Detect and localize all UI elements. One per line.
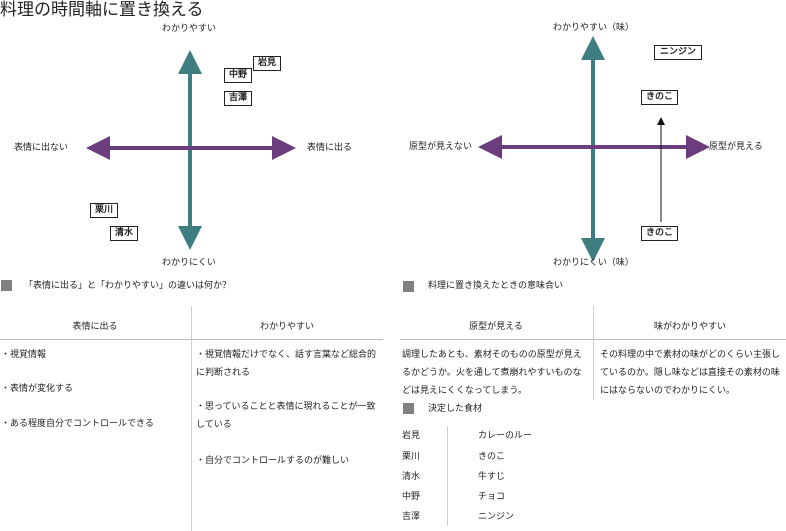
name-box-shimizu: 清水 [110,226,139,241]
food-list-name: 清水 [402,472,421,482]
page-title: 料理の時間軸に置き換える [0,0,204,20]
food-list-name: 岩見 [402,431,421,441]
food-list-item: チョコ [478,492,506,502]
section1-column-divider [191,306,192,531]
food-list-item: カレーのルー [478,431,533,441]
left-top-label: わかりやすい [162,24,217,34]
food-box-mushroom-after: きのこ [641,90,679,105]
section2-col1-header: 原型が見える [469,322,523,332]
right-left-label: 原型が見えない [409,142,473,152]
section1-col2-item: ・視覚情報だけでなく、話す言葉など総合的に判断される [196,350,377,378]
section1-col1-item: ・ある程度自分でコントロールできる [1,419,154,429]
section2-col2-text: その料理の中で素材の味がどのくらい主張しているのか。隠し味などは直接その素材の味… [600,350,781,396]
food-list-item: きのこ [478,452,506,462]
name-box-iwami: 岩見 [253,56,282,71]
food-box-carrot: ニンジン [654,45,703,60]
section1-heading: 「表情に出る」と「わかりやすい」の違いは何か？ [24,281,232,291]
section1-col1-item: ・表情が変化する [1,384,74,394]
right-bottom-label: わかりにくい（味） [553,258,634,268]
right-top-label: わかりやすい（味） [553,23,635,33]
section2-col2-header: 味がわかりやすい [653,322,726,332]
section3-column-divider [447,426,448,526]
section3-heading: 決定した食材 [428,404,483,414]
section2-col1-text: 調理したあとも、素材そのものの原型が見えるかどうか。火を通して煮崩れやすいものな… [402,350,582,396]
food-list-name: 栗川 [402,452,421,462]
section1-col2-item: ・思っていることと表情に現れることが一致している [196,402,376,430]
food-list-name: 吉澤 [402,512,421,522]
right-right-label: 原型が見える [709,142,763,152]
section1-col2-header: わかりやすい [259,322,314,332]
name-box-nakano: 中野 [224,68,253,83]
left-left-label: 表情に出ない [14,143,69,153]
left-right-label: 表情に出る [307,143,353,153]
food-box-mushroom-before: きのこ [641,226,679,241]
section1-marker-icon [1,280,12,291]
section1-col1-item: ・視覚情報 [1,350,47,360]
name-box-kurikawa: 栗川 [90,203,119,218]
section1-col1-header: 表情に出る [72,322,118,332]
food-list-item: ニンジン [478,512,515,522]
section1-col2-item: ・自分でコントロールするのが難しい [196,456,350,466]
section2-heading: 料理に置き換えたときの意味合い [428,281,564,291]
section3-marker-icon [403,403,414,414]
section2-marker-icon [403,281,414,292]
food-list-item: 牛すじ [478,472,506,482]
section2-column-divider [593,306,594,400]
name-box-yoshizawa: 吉澤 [224,91,253,106]
left-bottom-label: わかりにくい [162,258,216,268]
food-list-name: 中野 [402,492,421,502]
